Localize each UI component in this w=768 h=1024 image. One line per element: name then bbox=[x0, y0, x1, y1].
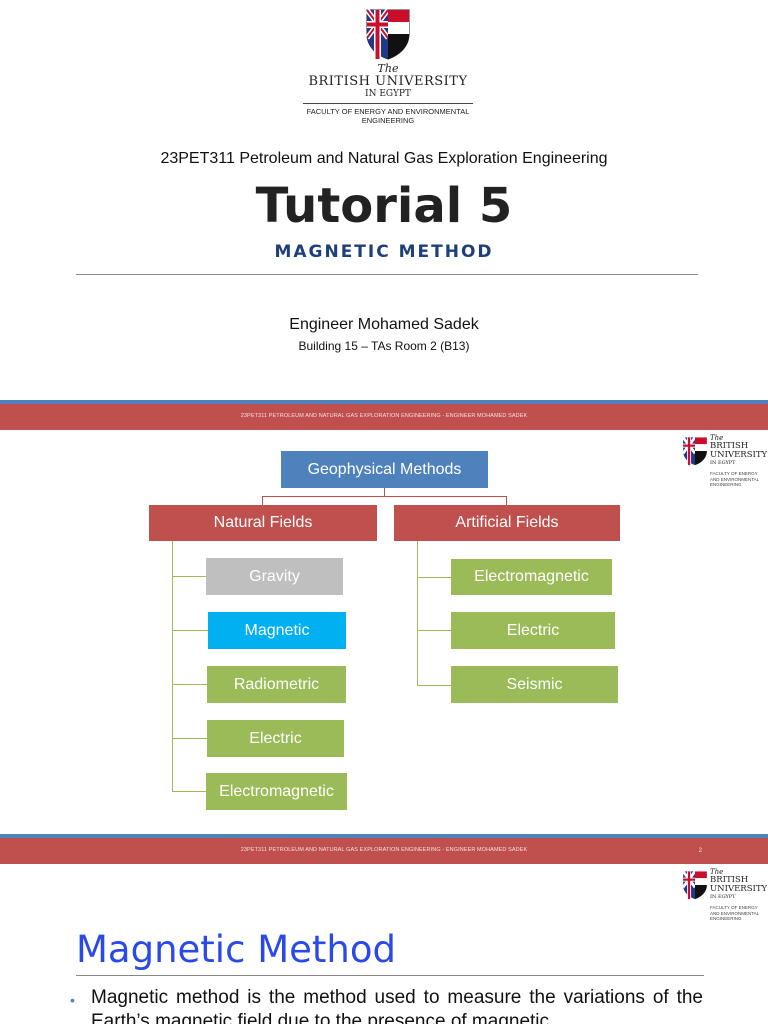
logo-faculty-line2: ENGINEERING bbox=[361, 116, 415, 125]
connector-artificial-2 bbox=[417, 630, 451, 631]
magnetic-method-slide: 23PET311 PETROLEUM AND NATURAL GAS EXPLO… bbox=[0, 832, 768, 1024]
connector-natural-trunk bbox=[172, 541, 173, 792]
connector-natural-3 bbox=[172, 684, 207, 685]
tutorial-subtitle: MAGNETIC METHOD bbox=[274, 242, 494, 262]
connector-root-bar bbox=[262, 496, 507, 497]
presenter-location: Building 15 – TAs Room 2 (B13) bbox=[298, 339, 470, 353]
bullet-icon: • bbox=[70, 992, 75, 1008]
node-artificial-electromagnetic: Electromagnetic bbox=[451, 559, 612, 595]
mini-logo-fac2: AND ENVIRONMENTAL bbox=[710, 910, 760, 916]
connector-artificial-trunk bbox=[417, 541, 418, 686]
node-natural-electromagnetic: Electromagnetic bbox=[206, 773, 347, 810]
title-divider bbox=[76, 975, 704, 976]
connector-artificial-3 bbox=[417, 685, 451, 686]
mini-logo-line1: BRITISH bbox=[710, 441, 749, 451]
slide-header-band: 23PET311 PETROLEUM AND NATURAL GAS EXPLO… bbox=[0, 834, 768, 864]
logo-university-name: BRITISH UNIVERSITY bbox=[308, 74, 468, 89]
node-natural-magnetic: Magnetic bbox=[208, 612, 346, 649]
slide-header-band: 23PET311 PETROLEUM AND NATURAL GAS EXPLO… bbox=[0, 400, 768, 430]
mini-logo-the: The bbox=[710, 868, 724, 876]
node-natural-radiometric: Radiometric bbox=[207, 666, 346, 703]
node-natural-gravity: Gravity bbox=[206, 558, 343, 595]
connector-root-stem bbox=[384, 488, 385, 497]
title-slide: The BRITISH UNIVERSITY IN EGYPT FACULTY … bbox=[0, 0, 768, 398]
page-number: 2 bbox=[698, 848, 702, 854]
mini-logo-line2: UNIVERSITY bbox=[710, 450, 768, 460]
mini-logo-fac2: AND ENVIRONMENTAL bbox=[710, 476, 760, 482]
mini-logo-line3: IN EGYPT bbox=[710, 460, 736, 466]
tutorial-title: Tutorial 5 bbox=[255, 178, 513, 234]
mini-logo-the: The bbox=[710, 434, 724, 442]
header-band-text: 23PET311 PETROLEUM AND NATURAL GAS EXPLO… bbox=[240, 413, 528, 419]
mini-logo-fac3: ENGINEERING bbox=[710, 482, 742, 487]
logo-the-text: The bbox=[377, 62, 399, 75]
logo-faculty-line1: FACULTY OF ENERGY AND ENVIRONMENTAL bbox=[306, 107, 470, 116]
slide-title: Magnetic Method bbox=[76, 928, 396, 971]
mini-logo-fac1: FACULTY OF ENERGY bbox=[710, 471, 758, 476]
mini-logo-line1: BRITISH bbox=[710, 875, 749, 885]
shield-flag-icon bbox=[365, 8, 410, 60]
connector-artificial-drop bbox=[506, 496, 507, 505]
university-logo: The BRITISH UNIVERSITY IN EGYPT FACULTY … bbox=[298, 8, 478, 136]
title-divider bbox=[76, 274, 698, 275]
connector-natural-drop bbox=[262, 496, 263, 505]
connector-artificial-1 bbox=[417, 577, 451, 578]
diagram-slide: 23PET311 PETROLEUM AND NATURAL GAS EXPLO… bbox=[0, 398, 768, 832]
shield-flag-icon bbox=[682, 436, 707, 466]
mini-logo-fac1: FACULTY OF ENERGY bbox=[710, 905, 758, 910]
node-artificial-fields: Artificial Fields bbox=[394, 505, 620, 541]
connector-natural-2 bbox=[172, 630, 208, 631]
logo-divider bbox=[303, 103, 473, 104]
presenter-name: Engineer Mohamed Sadek bbox=[289, 316, 479, 333]
header-band-text: 23PET311 PETROLEUM AND NATURAL GAS EXPLO… bbox=[240, 847, 528, 853]
mini-logo-fac3: ENGINEERING bbox=[710, 916, 742, 921]
connector-natural-5 bbox=[172, 791, 206, 792]
node-artificial-seismic: Seismic bbox=[451, 666, 618, 703]
node-artificial-electric: Electric bbox=[451, 612, 615, 649]
bullet-text: Magnetic method is the method used to me… bbox=[91, 987, 703, 1024]
mini-logo-line2: UNIVERSITY bbox=[710, 884, 768, 894]
mini-university-logo: The BRITISH UNIVERSITY IN EGYPT FACULTY … bbox=[680, 434, 768, 498]
node-natural-electric: Electric bbox=[207, 720, 344, 757]
mini-university-logo: The BRITISH UNIVERSITY IN EGYPT FACULTY … bbox=[680, 868, 768, 932]
node-natural-fields: Natural Fields bbox=[149, 505, 377, 541]
course-title: 23PET311 Petroleum and Natural Gas Explo… bbox=[160, 150, 608, 167]
connector-natural-1 bbox=[172, 576, 206, 577]
shield-flag-icon bbox=[682, 870, 707, 900]
connector-natural-4 bbox=[172, 738, 207, 739]
mini-logo-line3: IN EGYPT bbox=[710, 894, 736, 900]
logo-location: IN EGYPT bbox=[365, 89, 411, 99]
node-geophysical-methods: Geophysical Methods bbox=[281, 451, 488, 488]
